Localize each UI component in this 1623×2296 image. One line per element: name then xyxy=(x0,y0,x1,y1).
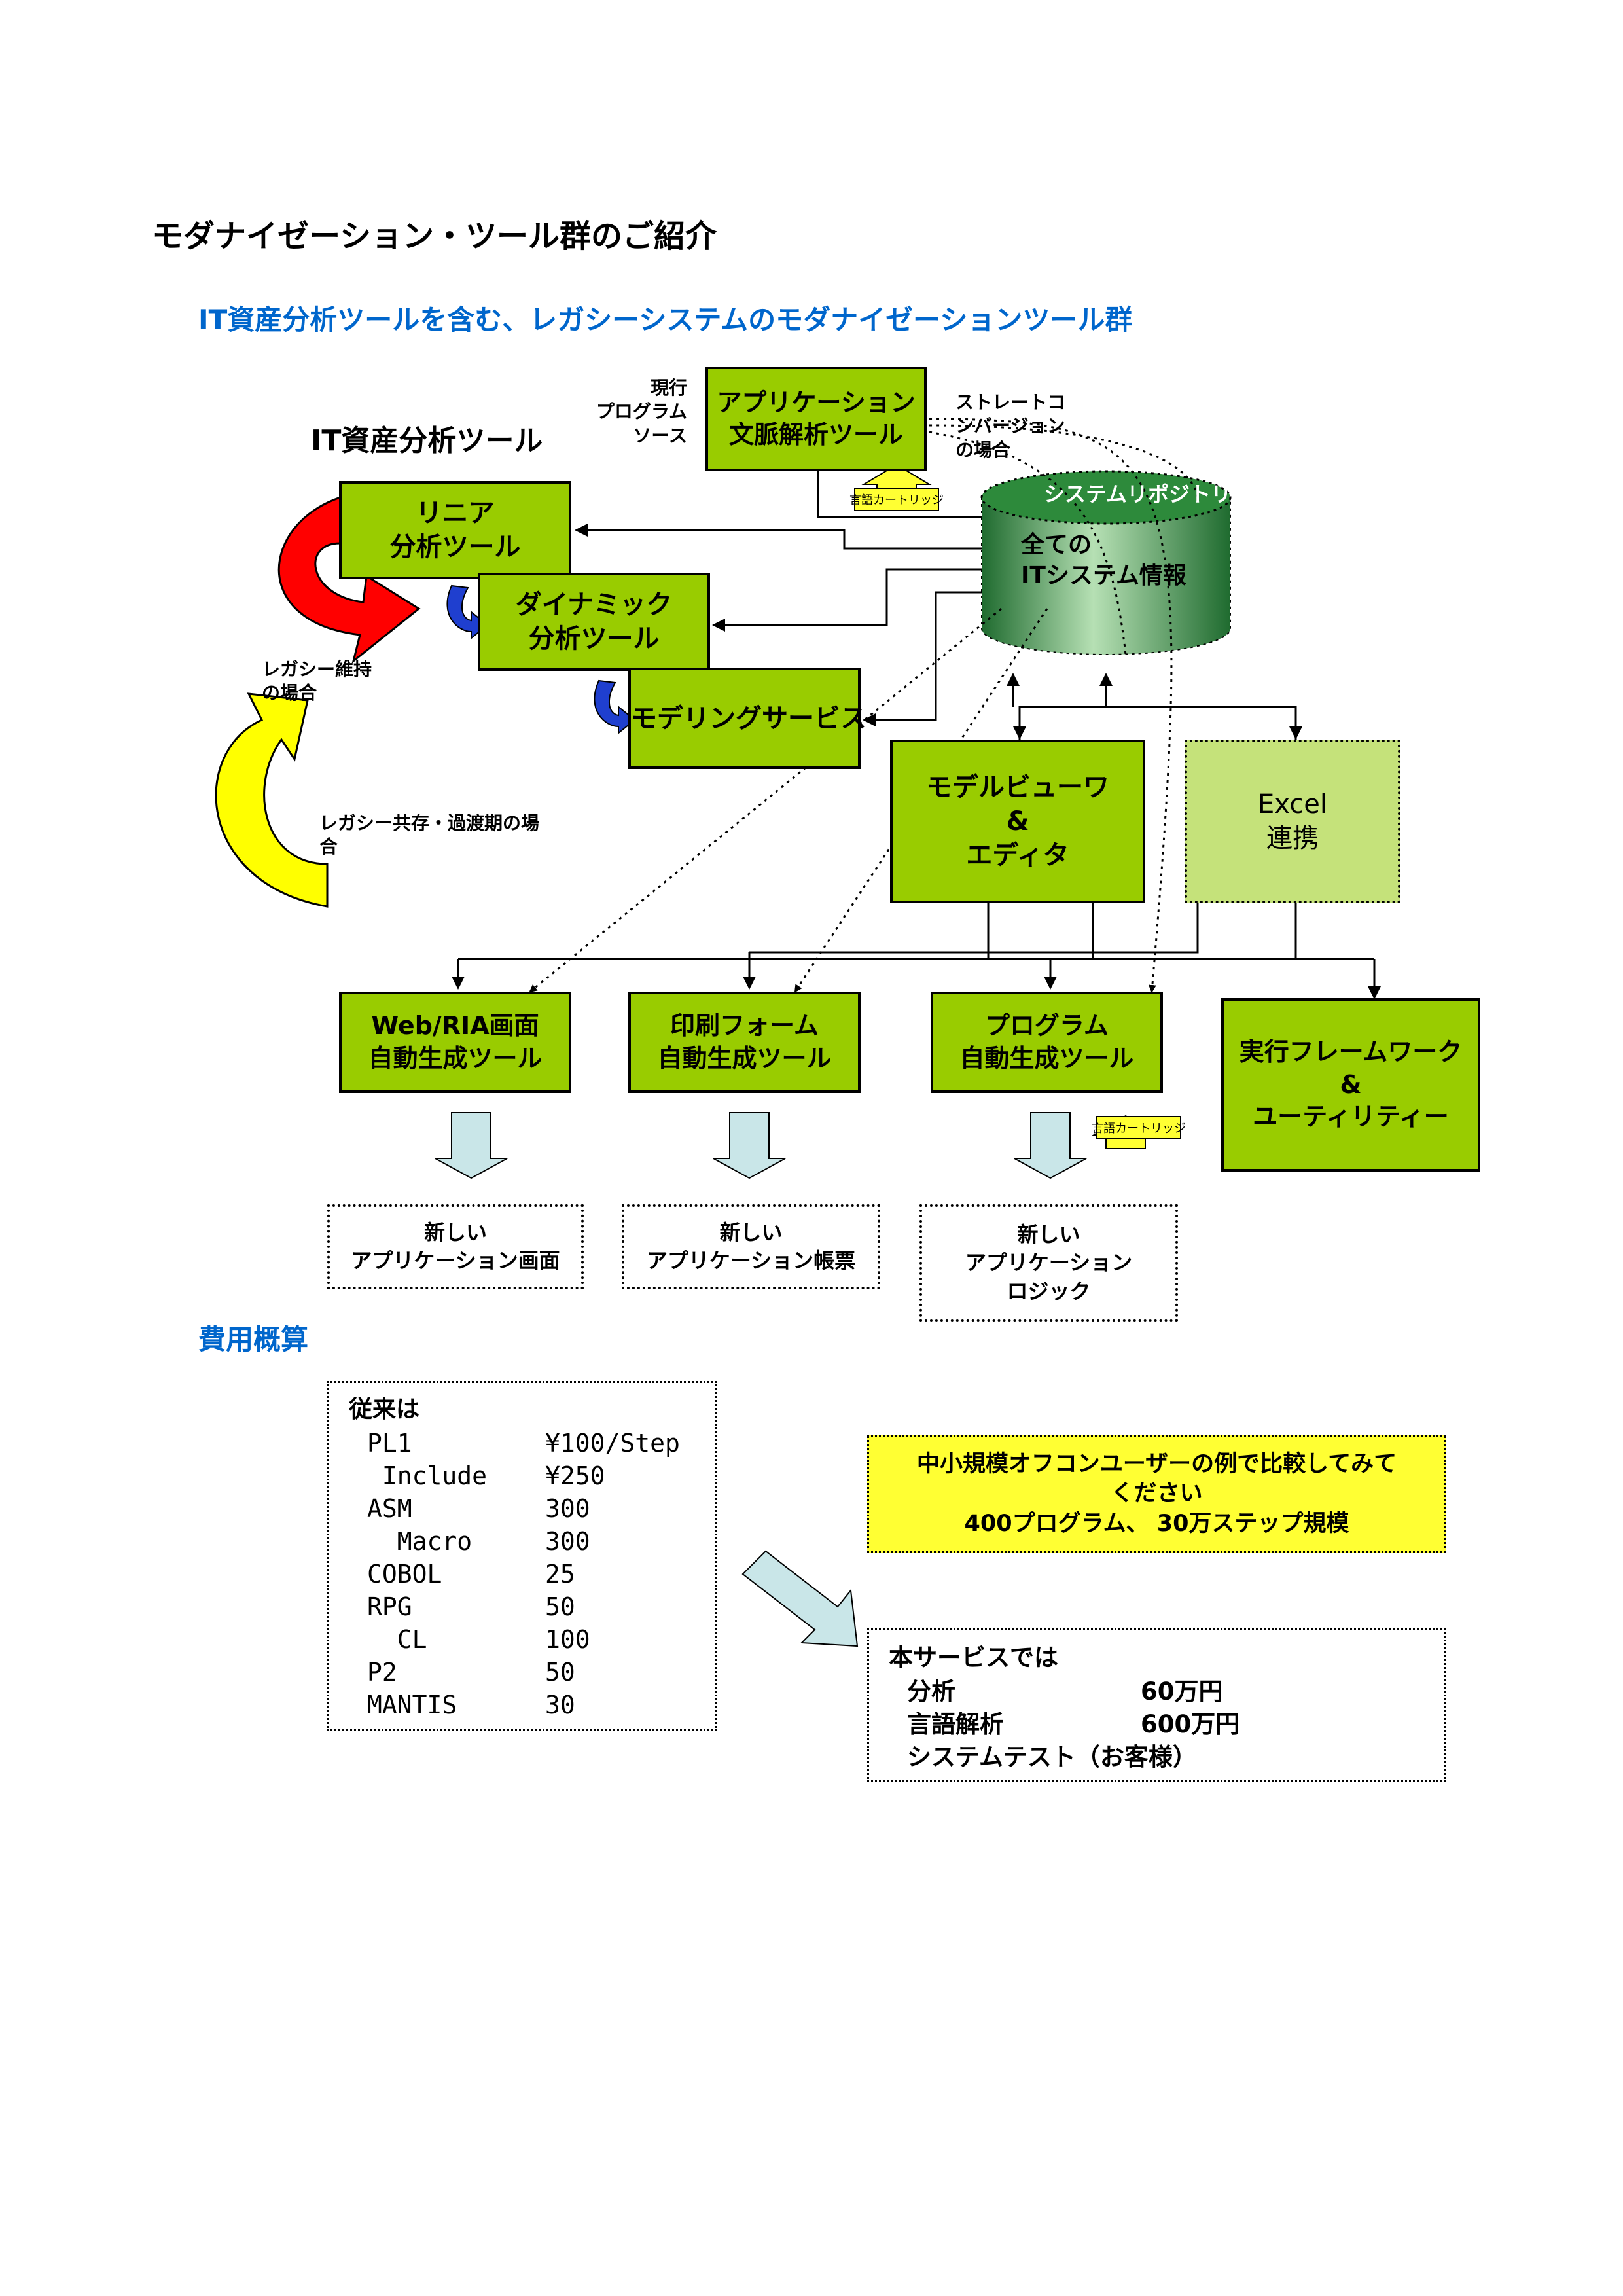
legacy-row-name: Macro xyxy=(367,1527,473,1556)
subtitle: IT資産分析ツールを含む、レガシーシステムのモダナイゼーションツール群 xyxy=(198,304,1133,336)
legacy-row-price: 50 xyxy=(545,1658,575,1687)
legacy-maintain-label: レガシー維持 の場合 xyxy=(262,658,372,704)
service-row-price: 600万円 xyxy=(1141,1710,1240,1738)
down-arrow-print xyxy=(713,1112,786,1179)
legacy-cost-heading: 従来は xyxy=(349,1396,420,1423)
language-cartridge: 言語カートリッジ xyxy=(849,488,944,511)
service-cost-box: 本サービスでは 分析 60万円言語解析 600万円システムテスト（お客様） xyxy=(867,1628,1446,1782)
service-row-name: 言語解析 xyxy=(907,1710,1004,1738)
legacy-row-name: PL1 xyxy=(367,1429,412,1458)
cost-diagonal-arrow xyxy=(741,1550,859,1647)
dotted-app-excel xyxy=(929,431,1127,655)
service-row-name: 分析 xyxy=(907,1677,955,1706)
red-curve-arrow xyxy=(277,495,421,664)
page-title: モダナイゼーション・ツール群のご紹介 xyxy=(152,218,717,255)
modeling-service[interactable]: モデリングサービス xyxy=(628,668,866,769)
legacy-row-price: 100 xyxy=(545,1625,590,1654)
down-arrow-program xyxy=(1014,1112,1087,1179)
legacy-row-price: 25 xyxy=(545,1560,575,1588)
service-heading: 本サービスでは xyxy=(889,1643,1058,1672)
legacy-row-name: COBOL xyxy=(367,1560,442,1588)
model-viewer-editor[interactable]: モデルビューワ & エディタ xyxy=(890,740,1145,903)
straight-conversion-label: ストレートコ ンバージョン の場合 xyxy=(955,391,1066,461)
language-cartridge-2: 言語カートリッジ xyxy=(1092,1116,1186,1139)
connector-repo-linear xyxy=(575,524,982,550)
legacy-row-price: 30 xyxy=(545,1691,575,1719)
connector-repo-dynamic xyxy=(712,568,982,632)
legacy-row-price: ¥250 xyxy=(545,1462,605,1490)
runtime-framework[interactable]: 実行フレームワーク & ユーティリティー xyxy=(1221,998,1480,1172)
repository-label: システムリポジトリ xyxy=(1044,482,1232,507)
source-label: 現行 プログラム ソース xyxy=(596,377,687,446)
new-app-form: 新しい アプリケーション帳票 xyxy=(622,1204,880,1289)
dynamic-analysis-tool[interactable]: ダイナミック 分析ツール xyxy=(478,573,710,671)
new-app-logic: 新しい アプリケーション ロジック xyxy=(919,1204,1178,1322)
legacy-coexist-label: レガシー共存・過渡期の場 合 xyxy=(319,812,540,858)
new-app-screen: 新しい アプリケーション画面 xyxy=(327,1204,584,1289)
legacy-row-name: ASM xyxy=(367,1494,412,1523)
connector-app-repo xyxy=(817,471,982,518)
legacy-row-name: Include xyxy=(367,1462,488,1490)
compare-note: 中小規模オフコンユーザーの例で比較してみて ください 400プログラム、 30万… xyxy=(916,1450,1397,1537)
down-arrow-web xyxy=(435,1112,508,1179)
legacy-row-price: ¥100/Step xyxy=(545,1429,680,1458)
legacy-row-name: MANTIS xyxy=(367,1691,457,1719)
legacy-row-price: 50 xyxy=(545,1592,575,1621)
service-row-name: システムテスト（お客様） xyxy=(907,1743,1197,1771)
dotted-repo-web xyxy=(529,607,1002,993)
legacy-row-name: P2 xyxy=(367,1658,397,1687)
cost-heading: 費用概算 xyxy=(198,1323,309,1355)
connector-repo-modeling xyxy=(863,591,982,726)
linear-analysis-tool[interactable]: リニア 分析ツール xyxy=(339,481,571,579)
service-row-price: 60万円 xyxy=(1141,1677,1223,1706)
print-form-tool[interactable]: 印刷フォーム 自動生成ツール xyxy=(628,992,861,1093)
repository-content: 全ての ITシステム情報 xyxy=(1021,531,1186,589)
dotted-app-repo xyxy=(929,424,1199,498)
blue-curve-arrow-2 xyxy=(594,679,636,735)
excel-link[interactable]: Excel 連携 xyxy=(1185,740,1400,903)
it-asset-label: IT資産分析ツール xyxy=(311,424,543,457)
dotted-repo-print xyxy=(794,608,1048,993)
legacy-row-name: RPG xyxy=(367,1592,412,1621)
yellow-curve-arrow xyxy=(215,692,329,908)
app-context-tool[interactable]: アプリケーション 文脈解析ツール xyxy=(705,367,927,471)
dotted-app-program xyxy=(929,418,1173,993)
legacy-row-name: CL xyxy=(367,1625,427,1654)
compare-note-box: 中小規模オフコンユーザーの例で比較してみて ください 400プログラム、 30万… xyxy=(867,1435,1446,1553)
legacy-row-price: 300 xyxy=(545,1494,590,1523)
legacy-row-price: 300 xyxy=(545,1527,590,1556)
program-gen-tool[interactable]: プログラム 自動生成ツール xyxy=(931,992,1163,1093)
connector-viewer-repo xyxy=(1018,706,1297,740)
web-ria-tool[interactable]: Web/RIA画面 自動生成ツール xyxy=(339,992,571,1093)
